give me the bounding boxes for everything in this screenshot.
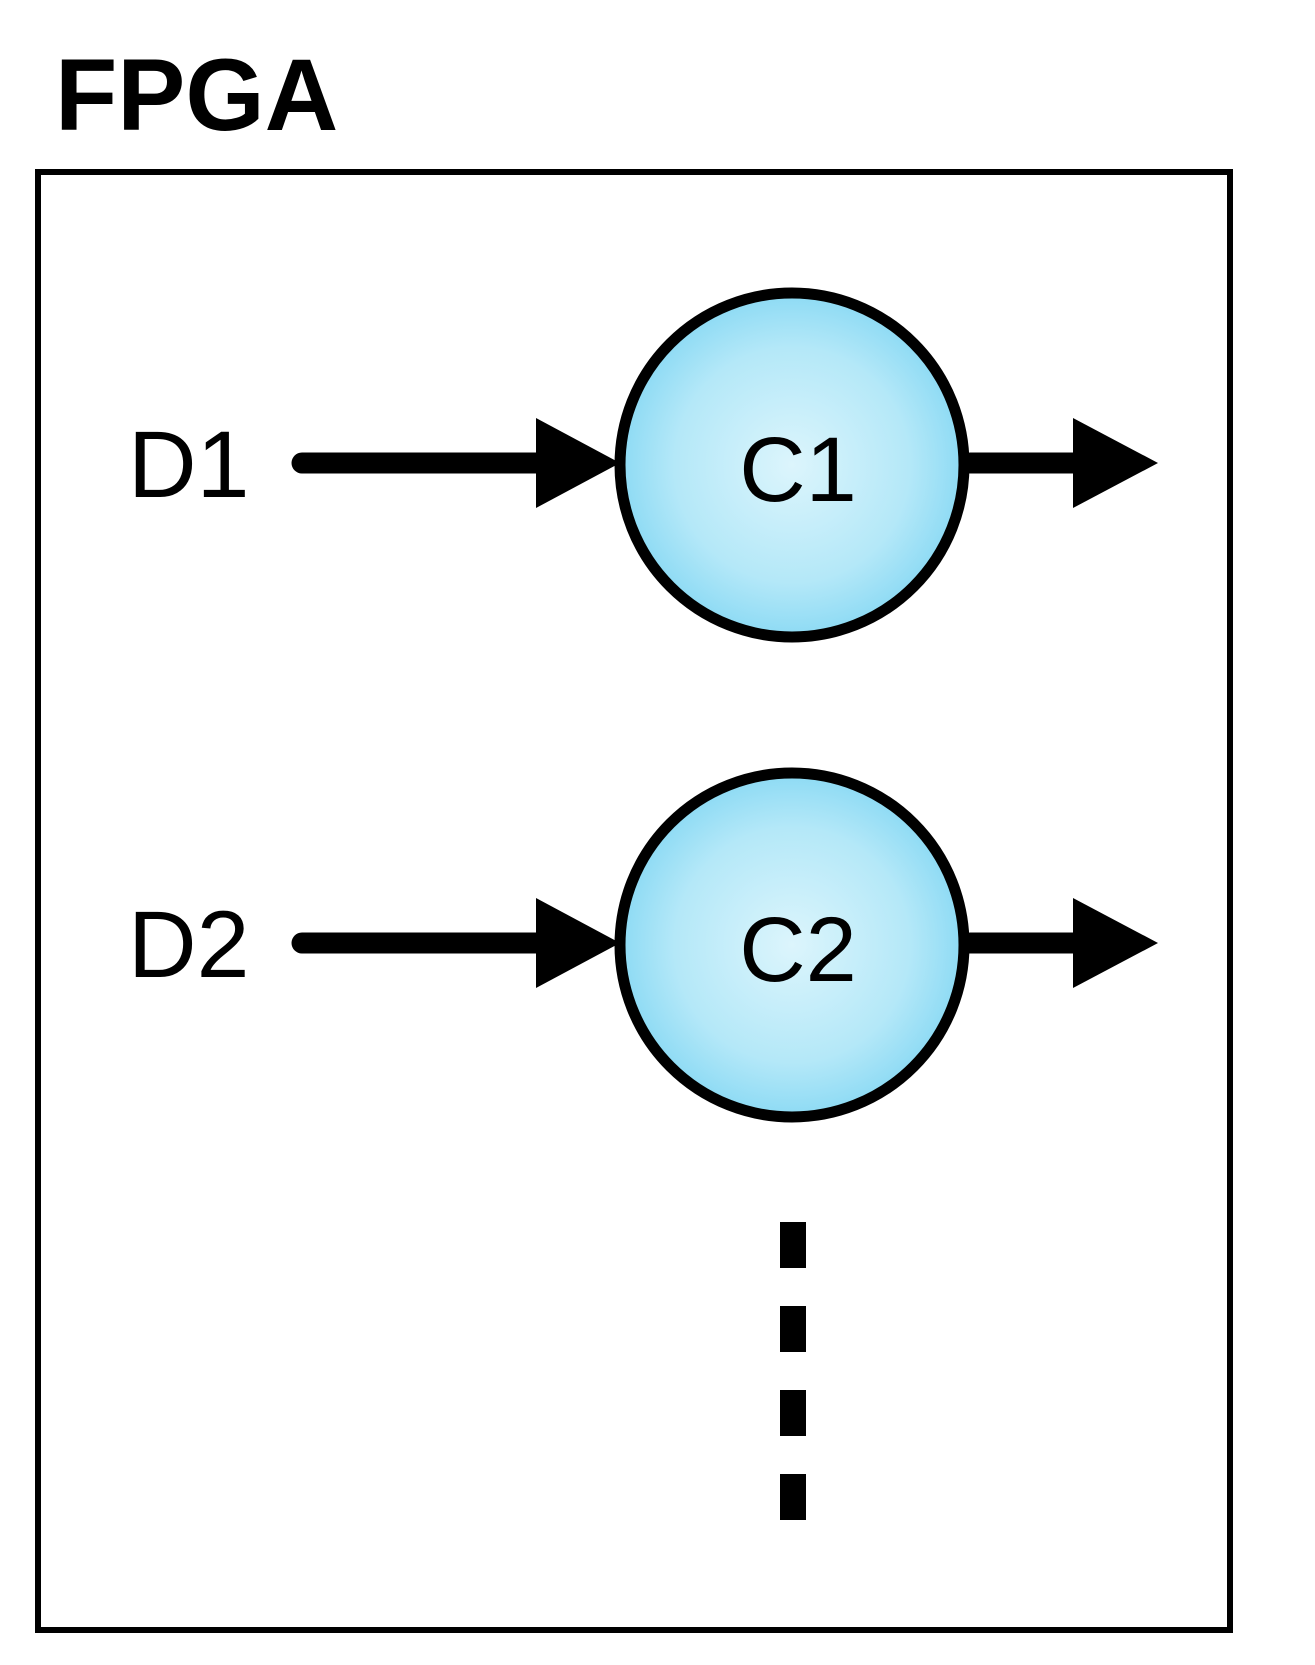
- diagram-row-2: D2 C2: [128, 767, 1158, 1123]
- diagram-row-1: D1 C1: [128, 287, 1158, 643]
- input-arrow-d2: [291, 898, 620, 988]
- input-arrow-d1: [291, 418, 620, 508]
- input-label-d1: D1: [128, 412, 249, 518]
- node-label-c2: C2: [739, 899, 857, 1001]
- node-label-c1: C1: [739, 419, 857, 521]
- fpga-title: FPGA: [55, 38, 338, 152]
- input-label-d2: D2: [128, 892, 249, 998]
- output-arrow-c1: [959, 418, 1158, 508]
- output-arrow-c2: [959, 898, 1158, 988]
